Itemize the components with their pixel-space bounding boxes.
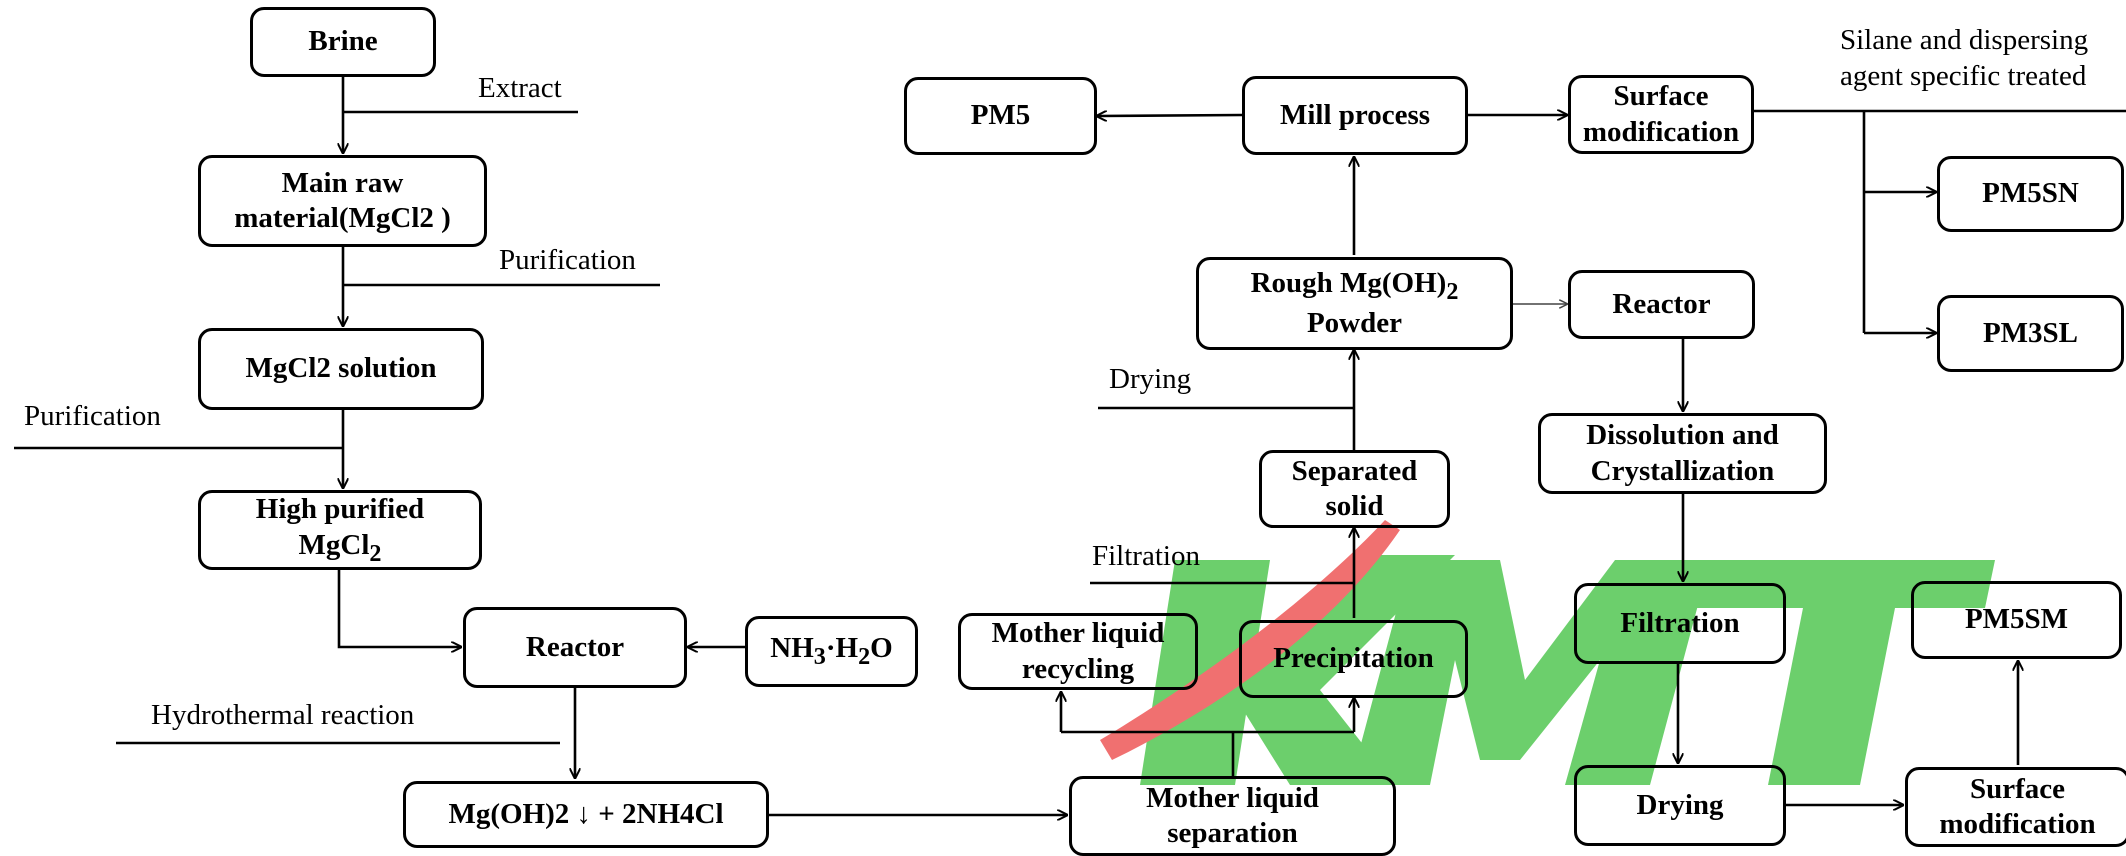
node-pm3sl: PM3SL [1937, 295, 2124, 372]
node-reactor-right: Reactor [1568, 270, 1755, 339]
node-brine: Brine [250, 7, 436, 77]
node-pm5: PM5 [904, 77, 1097, 155]
label-extract: Extract [478, 72, 562, 104]
node-surface-modification-top: Surface modification [1568, 75, 1754, 154]
label-filtration: Filtration [1092, 540, 1200, 572]
label-silane-dispersing-agent: Silane and dispersing agent specific tre… [1840, 24, 2089, 93]
node-dissolution-crystallization: Dissolution and Crystallization [1538, 413, 1827, 494]
node-mill-process: Mill process [1242, 76, 1468, 155]
node-nh3-h2o: NH3·H2O [745, 616, 918, 687]
node-mgoh2-2nh4cl: Mg(OH)2 ↓ + 2NH4Cl [403, 781, 769, 848]
watermark-letter-m [1350, 560, 1710, 785]
label-drying: Drying [1109, 363, 1192, 395]
label-purification-2: Purification [24, 400, 161, 432]
watermark-red-swoosh [1100, 520, 1400, 760]
node-drying: Drying [1574, 765, 1786, 846]
node-pm5sm: PM5SM [1911, 581, 2122, 659]
node-surface-modification-bottom: Surface modification [1905, 767, 2126, 847]
node-filtration: Filtration [1574, 583, 1786, 664]
label-purification-1: Purification [499, 244, 636, 276]
node-mother-liquid-recycling: Mother liquid recycling [958, 613, 1198, 690]
node-precipitation: Precipitation [1239, 620, 1468, 698]
label-hydrothermal-reaction: Hydrothermal reaction [151, 699, 415, 731]
node-reactor-left: Reactor [463, 607, 687, 688]
arrow-mill-to-pm5 [1097, 115, 1243, 116]
watermark-letter-t [1680, 560, 1995, 785]
node-main-raw-material: Main raw material(MgCl2 ) [198, 155, 487, 247]
node-separated-solid: Separated solid [1259, 450, 1450, 528]
node-pm5sn: PM5SN [1937, 156, 2124, 232]
node-mother-liquid-separation: Mother liquid separation [1069, 776, 1396, 856]
node-rough-mgoh2-powder: Rough Mg(OH)2 Powder [1196, 257, 1513, 350]
node-high-purified-mgcl2: High purified MgCl2 [198, 490, 482, 570]
arrow-high-purified-to-reactor [337, 570, 461, 647]
node-mgcl2-solution: MgCl2 solution [198, 328, 484, 410]
